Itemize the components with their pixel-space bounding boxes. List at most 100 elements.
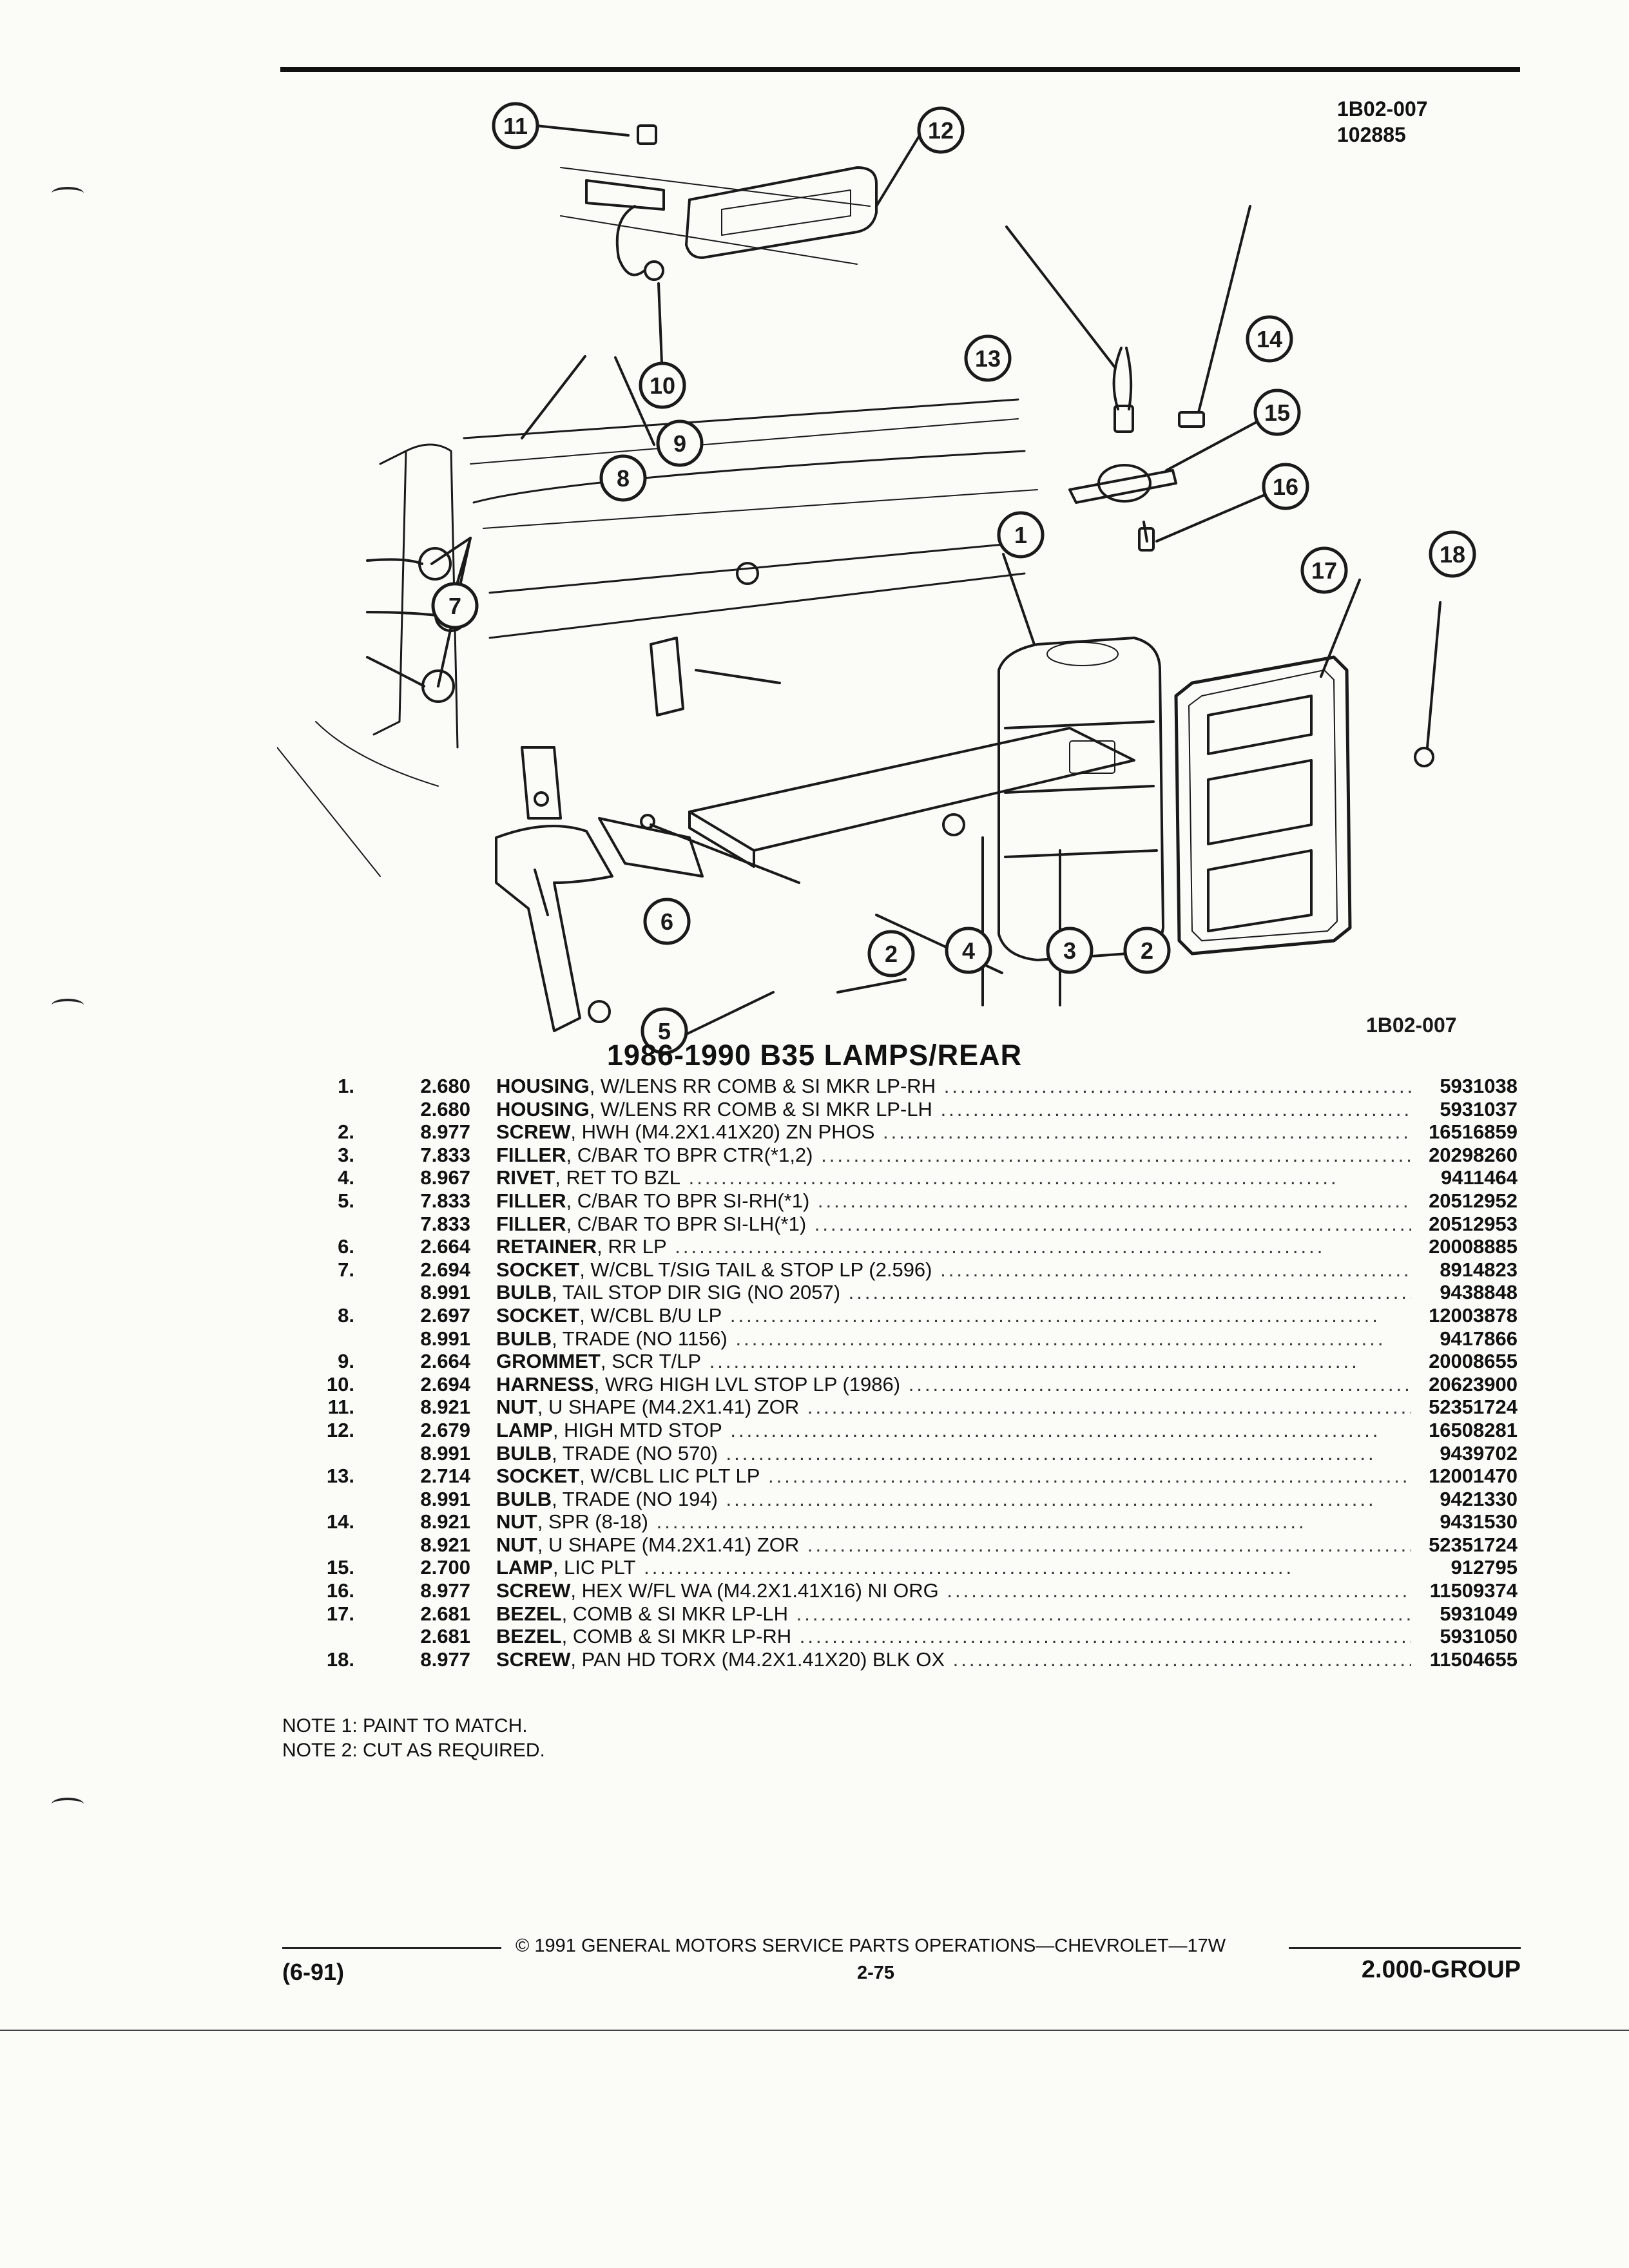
part-desc: , LIC PLT <box>552 1556 636 1579</box>
part-code: 2.681 <box>420 1625 470 1648</box>
part-number: 1. <box>338 1075 354 1097</box>
part-name: LAMP <box>496 1418 553 1441</box>
part-desc: , COMB & SI MKR LP-RH <box>561 1625 792 1648</box>
part-desc: , W/CBL T/SIG TAIL & STOP LP (2.596) <box>579 1258 932 1281</box>
part-number: 3. <box>338 1143 354 1166</box>
part-description: LAMP, HIGH MTD STOP ....................… <box>496 1419 1411 1442</box>
part-pn: 912795 <box>1451 1556 1518 1579</box>
part-name: GROMMET <box>496 1350 601 1373</box>
part-pn: 9431530 <box>1440 1510 1518 1533</box>
leader-dots: ........................................… <box>799 1533 1411 1556</box>
part-name: SOCKET <box>496 1258 580 1281</box>
header-ref-2: 102885 <box>1337 123 1406 146</box>
part-desc: , C/BAR TO BPR SI-RH(*1) <box>566 1189 810 1212</box>
part-pn: 20008885 <box>1429 1235 1518 1258</box>
part-code: 8.991 <box>420 1441 470 1465</box>
part-desc: , C/BAR TO BPR CTR(*1,2) <box>566 1143 813 1166</box>
part-name: BULB <box>496 1487 552 1510</box>
part-pn: 5931050 <box>1440 1625 1518 1648</box>
part-code: 8.991 <box>420 1281 470 1304</box>
part-code: 8.921 <box>420 1533 470 1556</box>
part-pn: 16508281 <box>1429 1418 1518 1441</box>
leader-dots: ........................................… <box>680 1166 1339 1189</box>
part-number: 10. <box>326 1372 354 1396</box>
part-pn: 11504655 <box>1429 1648 1518 1671</box>
part-desc: , W/LENS RR COMB & SI MKR LP-RH <box>589 1075 936 1097</box>
part-pn: 52351724 <box>1429 1533 1518 1556</box>
part-name: SCREW <box>496 1120 571 1144</box>
part-pn: 20298260 <box>1429 1143 1518 1166</box>
part-code: 2.664 <box>420 1235 470 1258</box>
callout-1: 1 <box>1014 522 1027 548</box>
part-code: 2.679 <box>420 1418 470 1441</box>
footer-page: 2-75 <box>857 1963 895 1983</box>
part-pn: 12003878 <box>1429 1303 1518 1327</box>
leader-dots: ........................................… <box>666 1235 1325 1258</box>
part-description: LAMP, LIC PLT ..........................… <box>496 1556 1411 1579</box>
part-number: 8. <box>338 1303 354 1327</box>
part-number: 6. <box>338 1235 354 1258</box>
leader-dots: ........................................… <box>727 1327 1386 1350</box>
leader-dots: ........................................… <box>799 1396 1411 1419</box>
part-pn: 11509374 <box>1429 1579 1518 1602</box>
part-desc: , RET TO BZL <box>555 1166 680 1189</box>
part-pn: 9417866 <box>1440 1327 1518 1350</box>
part-description: SOCKET, W/CBL T/SIG TAIL & STOP LP (2.59… <box>496 1258 1411 1282</box>
callout-15: 15 <box>1264 399 1290 426</box>
part-desc: , HIGH MTD STOP <box>552 1418 722 1441</box>
part-pn: 16516859 <box>1429 1120 1518 1144</box>
part-name: SCREW <box>496 1648 571 1671</box>
part-name: FILLER <box>496 1189 566 1212</box>
part-description: NUT, U SHAPE (M4.2X1.41) ZOR ...........… <box>496 1396 1411 1419</box>
part-code: 8.991 <box>420 1327 470 1350</box>
part-description: HOUSING, W/LENS RR COMB & SI MKR LP-LH .… <box>496 1098 1411 1121</box>
part-desc: , WRG HIGH LVL STOP LP (1986) <box>593 1372 901 1396</box>
part-number: 14. <box>326 1510 354 1533</box>
footer-date: (6-91) <box>282 1959 345 1985</box>
part-desc: , SCR T/LP <box>600 1350 702 1373</box>
part-name: HOUSING <box>496 1097 590 1120</box>
callout-5: 5 <box>658 1018 671 1044</box>
part-name: SOCKET <box>496 1303 580 1327</box>
callout-14: 14 <box>1257 326 1282 352</box>
leader-dots: ........................................… <box>809 1189 1411 1212</box>
callout-9: 9 <box>673 430 686 457</box>
bottom-rule <box>0 2030 1629 2031</box>
part-pn: 20512952 <box>1429 1189 1518 1212</box>
part-desc: , PAN HD TORX (M4.2X1.41X20) BLK OX <box>570 1648 945 1671</box>
part-pn: 9421330 <box>1440 1487 1518 1510</box>
leader-dots: ........................................… <box>883 1120 1411 1144</box>
part-description: BULB, TRADE (NO 570) ...................… <box>496 1442 1411 1465</box>
part-number: 5. <box>338 1189 354 1212</box>
leader-dots: ........................................… <box>791 1625 1411 1648</box>
part-desc: , SPR (8-18) <box>537 1510 648 1533</box>
part-name: BULB <box>496 1441 552 1465</box>
part-code: 7.833 <box>420 1212 470 1235</box>
part-description: RIVET, RET TO BZL ......................… <box>496 1166 1411 1189</box>
part-pn: 20623900 <box>1429 1372 1518 1396</box>
diagram-ref: 1B02-007 <box>1366 1014 1457 1037</box>
part-code: 8.967 <box>420 1166 470 1189</box>
leader-dots: ........................................… <box>947 1579 1411 1602</box>
part-name: HARNESS <box>496 1372 594 1396</box>
part-code: 8.921 <box>420 1396 470 1419</box>
part-pn: 20512953 <box>1429 1212 1518 1235</box>
footer-rule-right <box>1289 1947 1521 1949</box>
part-pn: 9438848 <box>1440 1281 1518 1304</box>
